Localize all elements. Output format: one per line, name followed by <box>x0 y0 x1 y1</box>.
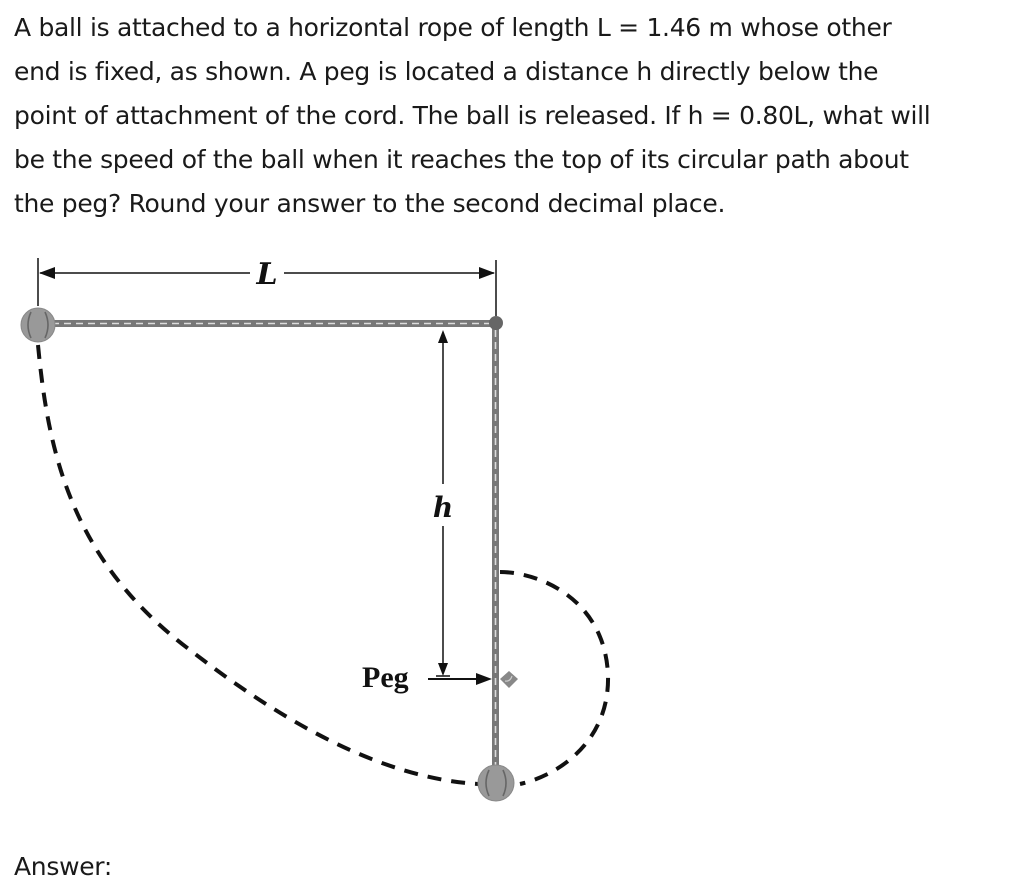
pivot-point <box>489 316 503 330</box>
peg-pointer: Peg <box>362 661 492 694</box>
ball-bottom-icon <box>477 764 515 802</box>
question-line: end is fixed, as shown. A peg is located… <box>14 57 879 86</box>
question-line: A ball is attached to a horizontal rope … <box>14 13 892 42</box>
height-dimension: h <box>433 330 453 677</box>
height-label: h <box>433 491 453 524</box>
circular-path-about-peg <box>499 570 611 786</box>
question-line: the peg? Round your answer to the second… <box>14 189 726 218</box>
vertical-rope <box>492 323 499 773</box>
ball-start-icon <box>20 307 56 343</box>
question-line: be the speed of the ball when it reaches… <box>14 145 909 174</box>
peg-icon <box>500 671 518 688</box>
length-label: L <box>255 257 277 292</box>
question-line: point of attachment of the cord. The bal… <box>14 101 931 130</box>
horizontal-rope <box>50 320 496 327</box>
length-dimension: L <box>37 257 497 316</box>
question-text: A ball is attached to a horizontal rope … <box>14 6 1014 226</box>
peg-label: Peg <box>362 661 409 694</box>
answer-label: Answer: <box>14 852 112 881</box>
swing-path <box>36 344 479 786</box>
